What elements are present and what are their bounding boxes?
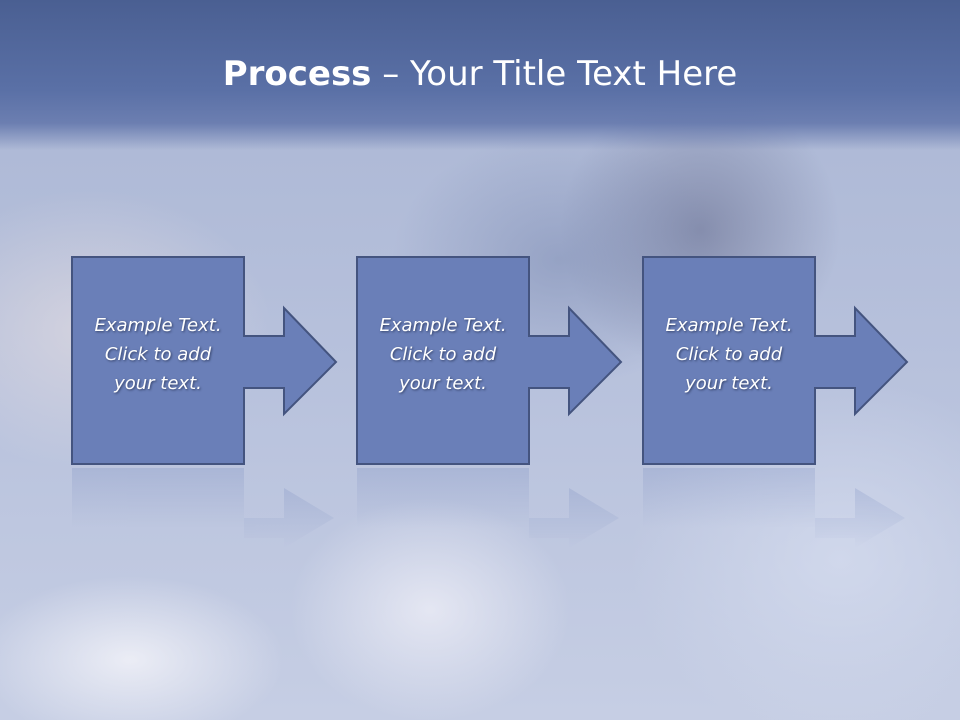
- step-3-box: [642, 256, 816, 465]
- step-1-arrow: [243, 305, 338, 417]
- process-step-1[interactable]: Example Text. Click to add your text.: [71, 256, 356, 548]
- step-2-shape: [356, 256, 623, 548]
- step-1-reflection: [72, 468, 334, 548]
- process-step-3[interactable]: Example Text. Click to add your text.: [642, 256, 927, 548]
- slide-title[interactable]: Process – Your Title Text Here: [0, 52, 960, 96]
- step-3-label[interactable]: Example Text. Click to add your text.: [665, 315, 793, 394]
- step-1-shape: [71, 256, 338, 548]
- title-rest: – Your Title Text Here: [371, 54, 738, 94]
- step-1-box: [71, 256, 245, 465]
- step-3-shape: [642, 256, 909, 548]
- step-2-arrow: [528, 305, 623, 417]
- step-2-box: [356, 256, 530, 465]
- title-bar: [0, 0, 960, 150]
- step-3-arrow: [814, 305, 909, 417]
- step-1-label[interactable]: Example Text. Click to add your text.: [94, 315, 222, 394]
- step-2-label[interactable]: Example Text. Click to add your text.: [379, 315, 507, 394]
- step-2-reflection: [357, 468, 619, 548]
- process-step-2[interactable]: Example Text. Click to add your text.: [356, 256, 641, 548]
- step-3-reflection: [643, 468, 905, 548]
- title-bold: Process: [222, 54, 372, 94]
